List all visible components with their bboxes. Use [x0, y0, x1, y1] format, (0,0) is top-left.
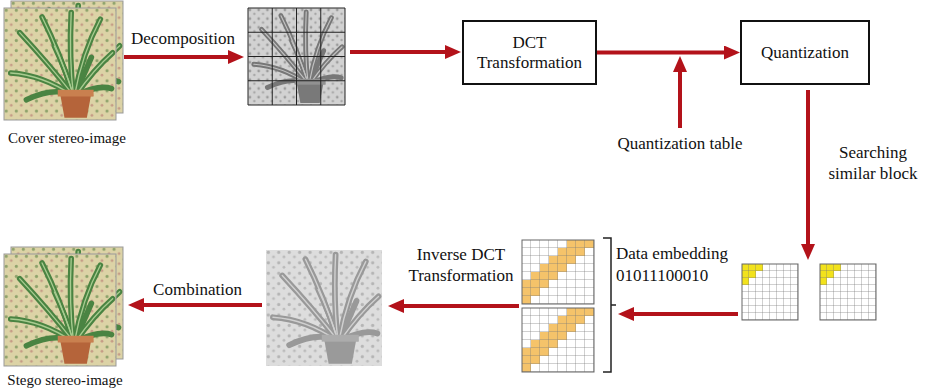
gray-photo — [266, 250, 382, 366]
bracket — [603, 238, 616, 372]
annotation-label: Decomposition — [126, 28, 240, 49]
photo-front — [4, 8, 116, 120]
gray-image — [266, 250, 382, 366]
box-label: Quantization — [761, 43, 849, 63]
annotation-label: Searching similar block — [818, 142, 928, 184]
flow-arrow — [806, 90, 810, 250]
box-text-group: DCT Transformation — [470, 33, 589, 73]
embedded-block — [522, 308, 594, 372]
process-box: DCT Transformation — [462, 20, 597, 85]
box-text-group: Quantization — [761, 43, 849, 63]
flow-arrow — [398, 304, 519, 308]
gray-photo — [248, 8, 345, 105]
grid-image — [248, 8, 345, 105]
block-grid — [248, 8, 345, 105]
annotation-label: 01011100010 — [616, 265, 746, 286]
annotation-label: Quantization table — [600, 133, 760, 154]
flow-arrow — [350, 50, 451, 54]
dct-block — [742, 264, 798, 320]
stego-photo — [4, 247, 123, 366]
annotation-label: Combination — [140, 279, 255, 300]
photo-front — [4, 254, 116, 366]
flow-arrow — [124, 55, 234, 59]
flow-arrow — [678, 66, 682, 128]
photo-tint — [266, 250, 382, 366]
annotation-label: Inverse DCT Transformation — [402, 244, 520, 286]
process-box: Quantization — [740, 20, 870, 85]
photo-frame — [4, 254, 116, 366]
box-label: DCT Transformation — [470, 33, 589, 73]
cover-photo — [4, 1, 123, 120]
annotation-label: Cover stereo-image — [2, 129, 132, 148]
dct-block — [820, 264, 876, 320]
flow-arrow — [597, 51, 730, 55]
annotation-label: Stego stereo-image — [0, 371, 130, 390]
annotation-label: Data embedding — [616, 243, 746, 264]
photo-frame — [4, 8, 116, 120]
embedded-block — [522, 240, 594, 304]
flow-arrow — [138, 303, 262, 307]
flow-arrow — [628, 312, 738, 316]
